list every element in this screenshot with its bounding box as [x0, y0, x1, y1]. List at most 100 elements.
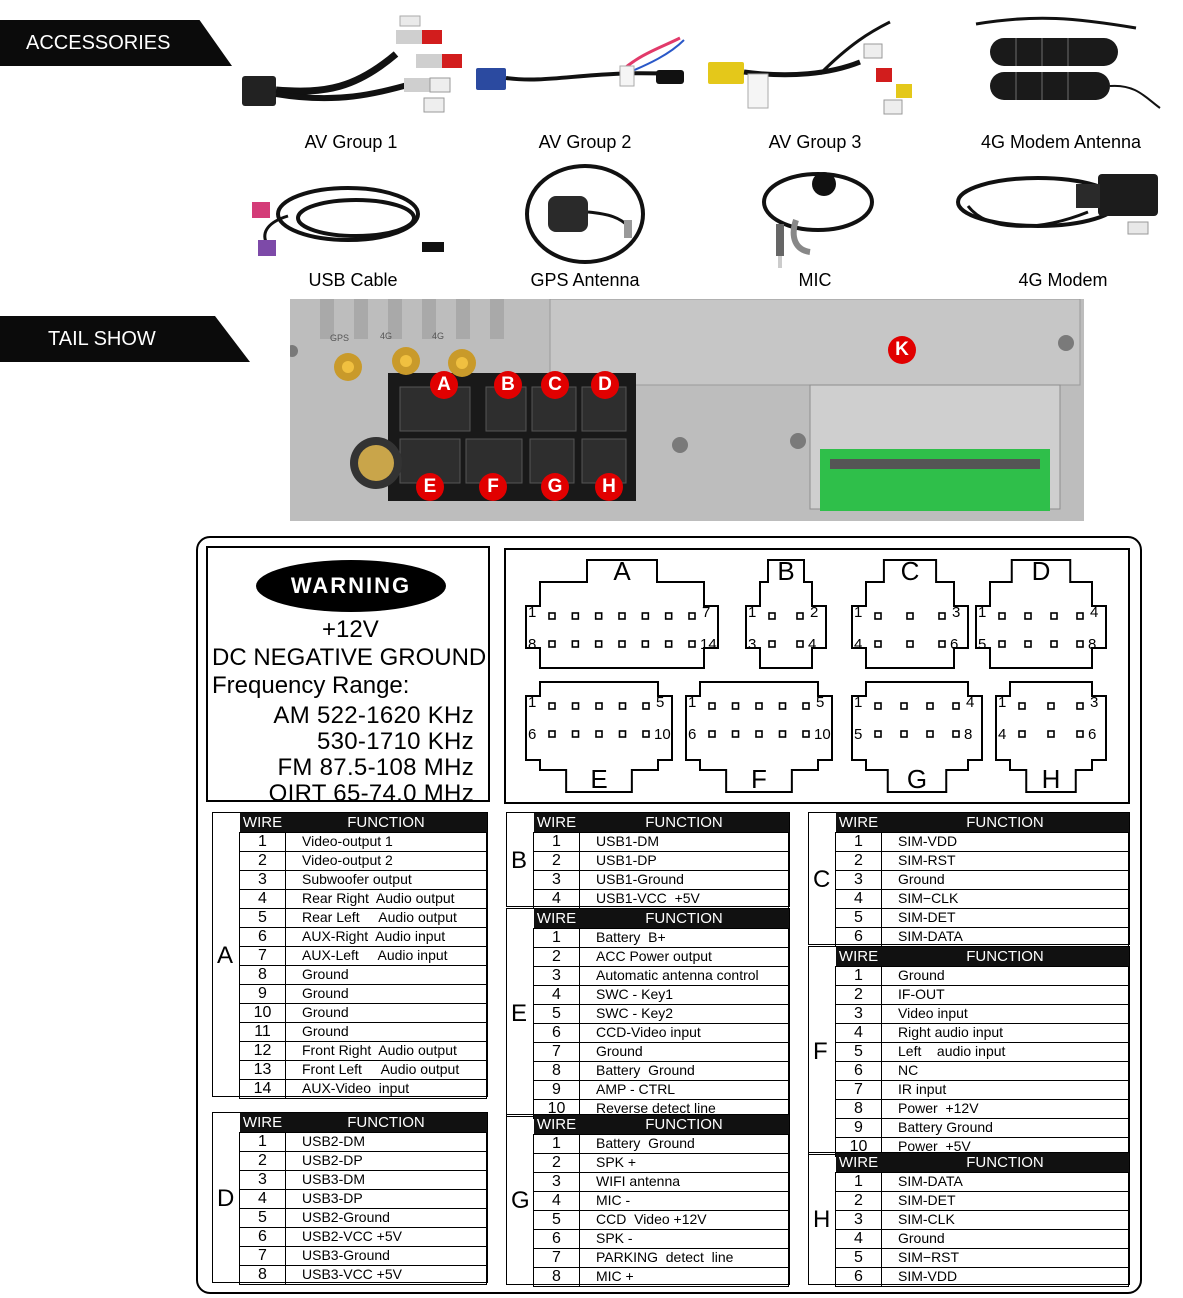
usb-cable-icon: [238, 162, 468, 272]
connector-pin: [571, 612, 580, 620]
wire-function: AMP - CTRL: [579, 1079, 789, 1100]
connector-pin: [755, 702, 763, 710]
wire-function: Ground: [579, 1041, 789, 1062]
wire-function: AUX-Video input: [285, 1078, 487, 1099]
wire-group-letter: B: [511, 846, 528, 874]
wire-function: SIM-CLK: [881, 1209, 1129, 1230]
wire-number: 7: [239, 945, 286, 966]
connector-pin: [802, 730, 810, 738]
pin-number: 1: [978, 604, 987, 621]
connector-pin: [571, 730, 580, 738]
pin-number: 10: [654, 726, 671, 743]
wire-number: 7: [533, 1041, 580, 1062]
connector-pin: [618, 730, 627, 738]
connector-pin: [874, 612, 882, 620]
wire-function: USB2-DM: [285, 1131, 487, 1152]
wire-number: 2: [239, 850, 286, 871]
port-marker-c: C: [541, 371, 569, 399]
wire-function: SIM-DET: [881, 907, 1129, 928]
pin-number: 4: [854, 636, 863, 653]
connector-pin: [641, 612, 650, 620]
modem-icon: [948, 162, 1178, 272]
pin-number: 1: [528, 694, 537, 711]
connector-pin: [1076, 730, 1084, 738]
wire-number: 4: [533, 1190, 580, 1211]
pin-number: 5: [656, 694, 665, 711]
connector-letter: G: [906, 764, 928, 794]
wire-number: 3: [239, 1169, 286, 1190]
wire-number: 4: [533, 984, 580, 1005]
wire-function: USB3-DM: [285, 1169, 487, 1190]
wire-function: Ground: [881, 869, 1129, 890]
wire-function: NC: [881, 1060, 1129, 1081]
wire-group-letter: C: [813, 865, 831, 893]
pin-number: 6: [688, 726, 697, 743]
wire-number: 2: [533, 946, 580, 967]
warning-title: WARNING: [256, 560, 446, 612]
wire-function: AUX-Right Audio input: [285, 926, 487, 947]
wire-function: Ground: [881, 965, 1129, 986]
wire-header: WIRE: [835, 1153, 882, 1172]
wire-function: Rear Left Audio output: [285, 907, 487, 928]
antenna-label-gps: GPS: [330, 333, 350, 343]
wire-number: 6: [835, 1060, 882, 1081]
wire-number: 5: [835, 907, 882, 928]
wire-function: WIFI antenna: [579, 1171, 789, 1192]
wire-number: 4: [239, 888, 286, 909]
connector-pin: [595, 702, 603, 710]
connector-pin: [802, 702, 810, 710]
pin-number: 8: [1088, 636, 1097, 653]
port-marker-b: B: [494, 371, 522, 399]
wiring-spec-panel: WARNING +12V DC NEGATIVE GROUND Frequenc…: [196, 536, 1142, 1294]
wire-number: 5: [239, 1207, 286, 1228]
wire-function: MIC -: [579, 1190, 789, 1211]
wire-function: SPK -: [579, 1228, 789, 1249]
connector-pin: [731, 730, 740, 738]
frequency-range: OIRT 65-74.0 MHz: [268, 780, 474, 807]
wire-function: PARKING detect line: [579, 1247, 789, 1268]
wire-number: 9: [835, 1117, 882, 1138]
connector-pin: [1050, 640, 1058, 648]
wire-number: 5: [239, 907, 286, 928]
wire-number: 14: [239, 1078, 286, 1099]
wire-function: Video input: [881, 1003, 1129, 1024]
function-header: FUNCTION: [881, 947, 1129, 966]
accessory-4g-modem: 4G Modem: [948, 162, 1178, 290]
wire-number: 4: [533, 888, 580, 909]
wire-number: 5: [533, 1209, 580, 1230]
connector-pin: [900, 702, 908, 710]
accessory-label: 4G Modem: [1018, 270, 1108, 290]
wire-function: SWC - Key2: [579, 1003, 789, 1024]
connector-pin: [938, 640, 946, 648]
wire-number: 5: [835, 1041, 882, 1062]
wire-function: Ground: [881, 1228, 1129, 1249]
wire-group-letter: D: [217, 1184, 235, 1212]
wire-function: Video-output 1: [285, 831, 487, 852]
wire-number: 3: [533, 965, 580, 986]
wire-number: 6: [239, 1226, 286, 1247]
connector-pin: [548, 702, 556, 710]
pin-number: 5: [816, 694, 825, 711]
accessory-mic: MIC: [700, 162, 930, 290]
